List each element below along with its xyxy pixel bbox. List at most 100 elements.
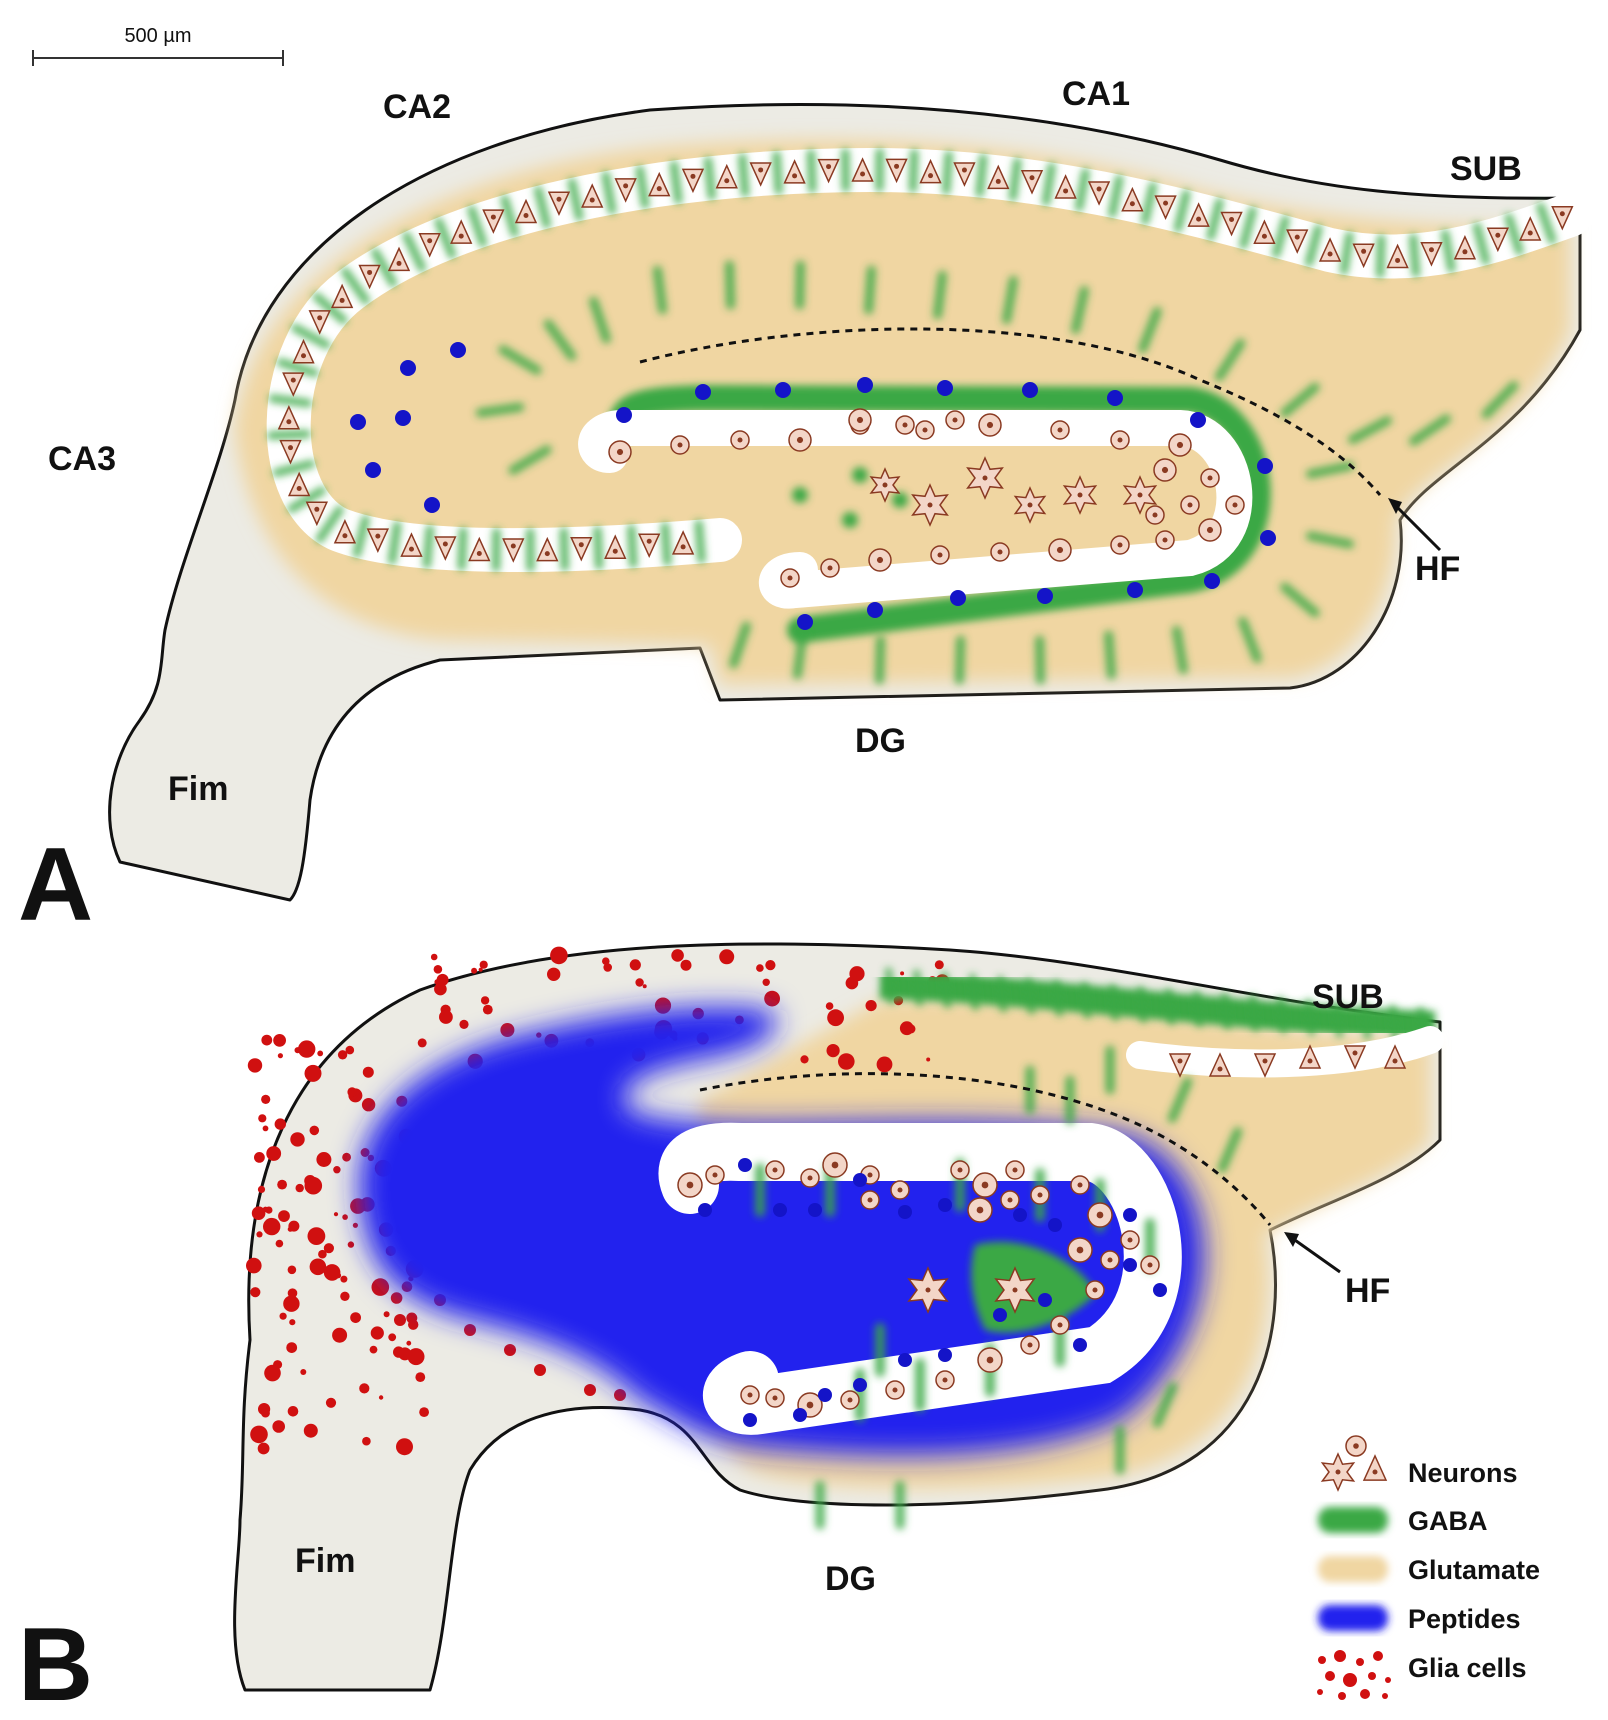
dot: [1368, 1672, 1376, 1680]
dot: [298, 1040, 316, 1058]
dot: [283, 1295, 300, 1312]
pyramidal-neuron: [715, 163, 738, 189]
dot: [642, 984, 647, 989]
dot: [867, 602, 883, 618]
legend-item-glutamate: Glutamate: [1318, 1555, 1540, 1585]
pyramidal-neuron: [1453, 234, 1477, 260]
dot: [695, 384, 711, 400]
peptides-swatch: [1318, 1605, 1388, 1631]
dot: [853, 1173, 867, 1187]
label-dg-b: DG: [825, 1560, 876, 1598]
dot: [825, 1002, 834, 1010]
pyramidal-neuron: [305, 501, 328, 527]
label-ca1: CA1: [1062, 75, 1130, 113]
dot: [250, 1287, 261, 1298]
dot: [793, 1408, 807, 1422]
pyramidal-neuron: [570, 536, 593, 562]
dot: [433, 965, 443, 974]
dot: [434, 982, 447, 996]
dot: [800, 1055, 809, 1064]
pyramidal-neuron: [1343, 1045, 1367, 1070]
pyramidal-neuron: [1352, 243, 1375, 269]
dot: [1038, 1293, 1052, 1307]
dot: [395, 410, 411, 426]
dot: [775, 382, 791, 398]
dot: [323, 1264, 341, 1281]
dot: [1318, 1656, 1326, 1664]
dot: [430, 953, 438, 961]
dot: [500, 1023, 515, 1037]
dot: [394, 1314, 406, 1326]
dot: [876, 1056, 893, 1073]
dot: [698, 1203, 712, 1217]
scale-bar: 500 µm: [32, 25, 284, 66]
dot: [266, 1146, 282, 1161]
dot: [1360, 1689, 1370, 1699]
dot: [1257, 458, 1273, 474]
legend: Neurons GABA Glutamate Peptides Glia cel…: [1317, 1435, 1540, 1700]
pyramidal-neuron: [749, 162, 772, 187]
dot: [407, 1348, 425, 1366]
label-sub-b: SUB: [1312, 978, 1384, 1016]
dot: [719, 949, 735, 965]
dot: [1325, 1671, 1335, 1681]
pyramidal-neuron: [919, 158, 942, 184]
pyramidal-neuron: [400, 532, 423, 557]
dot: [504, 1344, 516, 1356]
dot: [352, 1222, 358, 1228]
dot: [479, 960, 488, 969]
dot: [261, 1408, 270, 1418]
dot: [286, 1342, 298, 1353]
dot: [300, 1369, 307, 1375]
pyramidal-neuron: [604, 534, 627, 559]
dot: [263, 1217, 281, 1236]
dot: [289, 1319, 296, 1326]
legend-label-glutamate: Glutamate: [1408, 1555, 1540, 1585]
pyramidal-neuron: [987, 164, 1010, 190]
pyramidal-neuron: [277, 404, 301, 430]
gaba-swatch: [1318, 1507, 1388, 1533]
dot: [738, 1158, 752, 1172]
dot: [318, 1249, 327, 1259]
pyramidal-neuron: [1286, 229, 1309, 254]
pyramidal-neuron: [671, 530, 695, 555]
dot: [629, 959, 641, 971]
legend-item-gaba: GABA: [1318, 1506, 1488, 1536]
dot: [350, 1312, 361, 1323]
dot: [603, 963, 612, 972]
dot: [857, 377, 873, 393]
pyramidal-neuron: [1298, 1044, 1322, 1069]
dot: [292, 1140, 297, 1145]
dot: [938, 1348, 952, 1362]
pyramidal-neuron: [1486, 227, 1510, 253]
dot: [773, 1203, 787, 1217]
label-dg-a: DG: [855, 722, 906, 760]
pyramidal-neuron: [851, 157, 874, 182]
glia-dots-icon: [1317, 1650, 1391, 1700]
dot: [602, 957, 610, 965]
dot: [369, 1345, 378, 1354]
dot: [439, 1010, 453, 1024]
label-ca3: CA3: [48, 440, 116, 478]
pyramidal-neuron: [450, 219, 473, 244]
dot: [534, 1364, 546, 1376]
dot: [450, 342, 466, 358]
dot: [743, 1413, 757, 1427]
dot: [304, 1064, 322, 1082]
legend-item-neurons: Neurons: [1320, 1435, 1518, 1492]
dot: [340, 1291, 350, 1302]
dot: [378, 1395, 384, 1400]
dot: [1107, 390, 1123, 406]
pyramidal-neuron: [681, 168, 705, 194]
pyramidal-neuron: [1154, 195, 1177, 220]
dot: [365, 462, 381, 478]
pyramidal-neuron: [1220, 211, 1243, 237]
pyramidal-neuron: [308, 310, 331, 335]
pyramidal-neuron: [817, 158, 840, 184]
dot: [635, 978, 644, 987]
pyramidal-neuron: [1383, 1044, 1407, 1069]
dot: [1334, 1650, 1346, 1662]
pyramidal-neuron: [547, 191, 571, 217]
dot: [250, 1425, 268, 1444]
